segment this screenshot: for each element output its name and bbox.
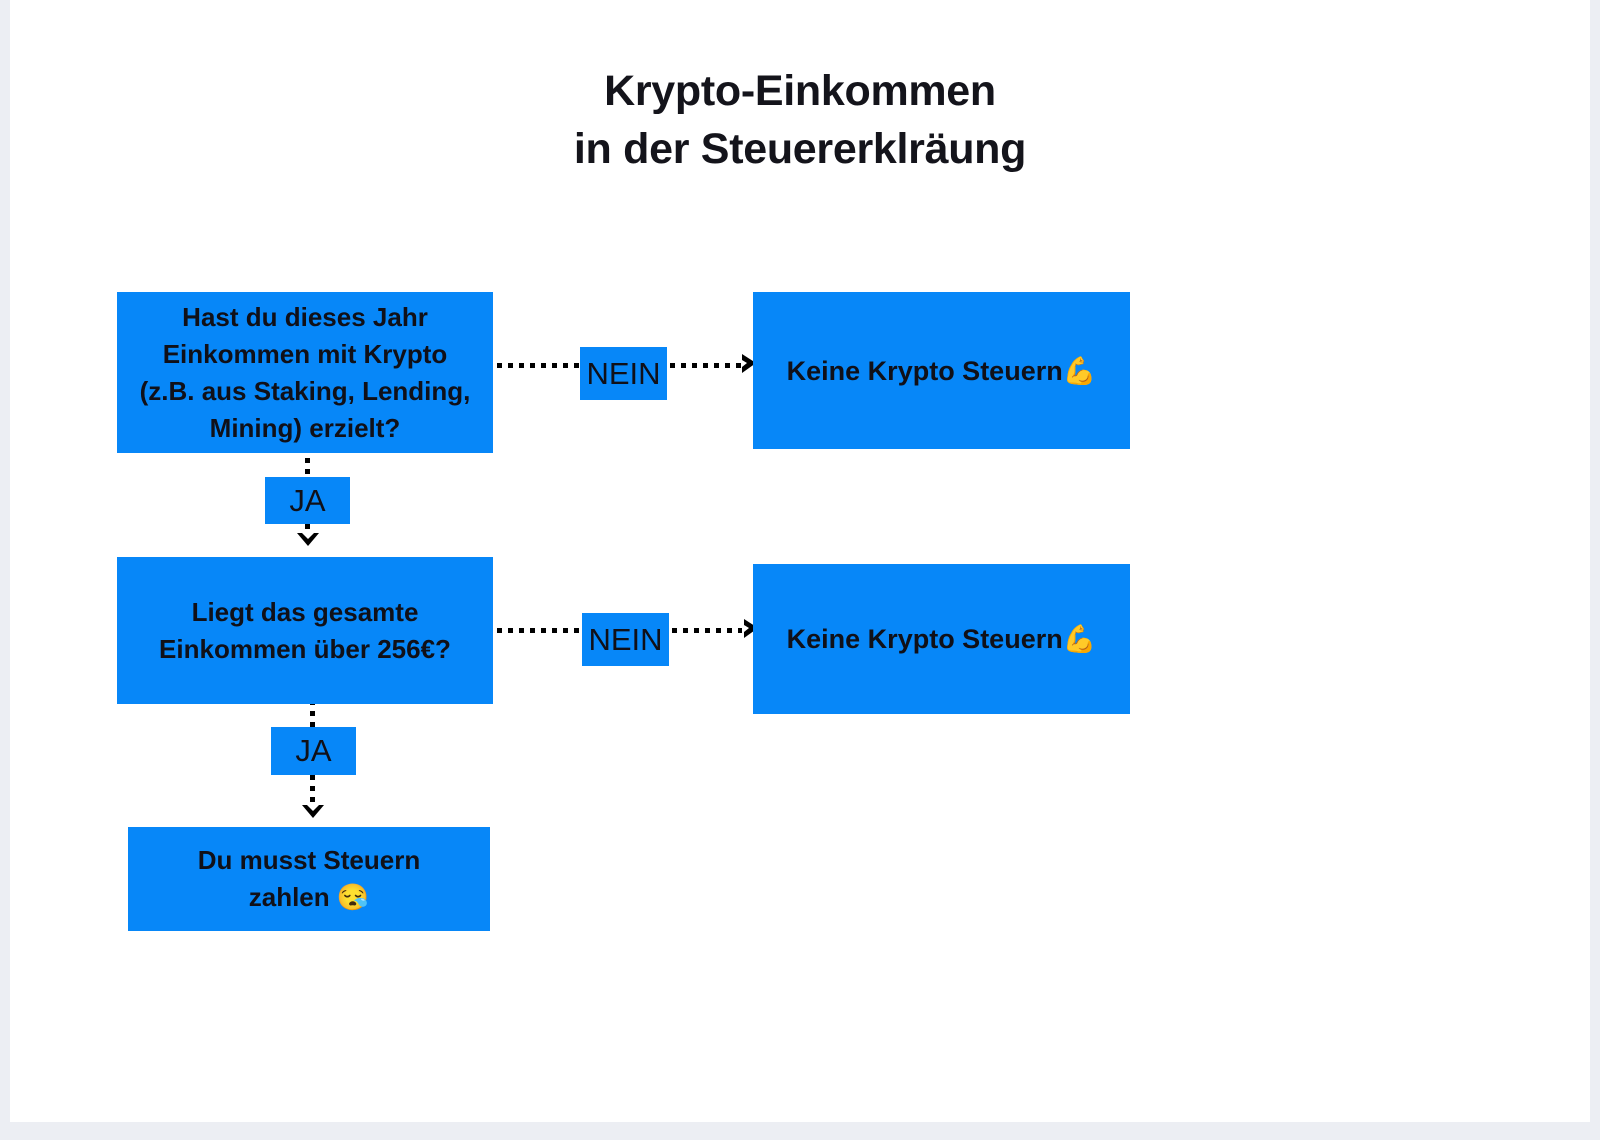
decision-node-income-over-256[interactable]: Liegt das gesamte Einkommen über 256€?: [117, 557, 493, 704]
edge-label-ja-2[interactable]: JA: [271, 727, 356, 775]
connector-q2-to-ja2: [310, 700, 315, 728]
connector-q2-to-nein2: [497, 628, 581, 633]
connector-ja2-to-final: [310, 775, 315, 805]
edge-label-nein-1[interactable]: NEIN: [580, 347, 667, 400]
connector-nein2-to-r2: [672, 628, 742, 633]
terminal-node-no-crypto-tax-2[interactable]: Keine Krypto Steuern💪: [753, 564, 1130, 714]
edge-label-text: NEIN: [588, 621, 663, 657]
edge-label-text: JA: [289, 482, 326, 518]
decision-node-crypto-income[interactable]: Hast du dieses Jahr Einkommen mit Krypto…: [117, 292, 493, 453]
node-label: Keine Krypto Steuern💪: [786, 355, 1097, 386]
node-label: Du musst Steuern zahlen 😪: [197, 845, 421, 912]
edge-label-text: NEIN: [586, 355, 661, 391]
connector-q1-to-ja1: [305, 447, 310, 478]
terminal-node-must-pay-tax[interactable]: Du musst Steuern zahlen 😪: [128, 827, 490, 931]
edge-label-nein-2[interactable]: NEIN: [582, 613, 669, 666]
connector-q1-to-nein1: [497, 363, 579, 368]
node-label: Liegt das gesamte Einkommen über 256€?: [159, 596, 451, 664]
node-label: Hast du dieses Jahr Einkommen mit Krypto…: [139, 301, 471, 443]
edge-label-text: JA: [295, 733, 332, 768]
node-label: Keine Krypto Steuern💪: [786, 624, 1097, 654]
page-title: Krypto-Einkommen in der Steuererklräung: [573, 67, 1027, 173]
terminal-node-no-crypto-tax-1[interactable]: Keine Krypto Steuern💪: [753, 292, 1130, 449]
edge-label-ja-1[interactable]: JA: [265, 477, 350, 524]
diagram-canvas: Krypto-Einkommen in der Steuererklräung …: [10, 0, 1590, 1122]
connector-nein1-to-r1: [670, 363, 742, 368]
connector-ja1-to-q2: [305, 524, 310, 533]
